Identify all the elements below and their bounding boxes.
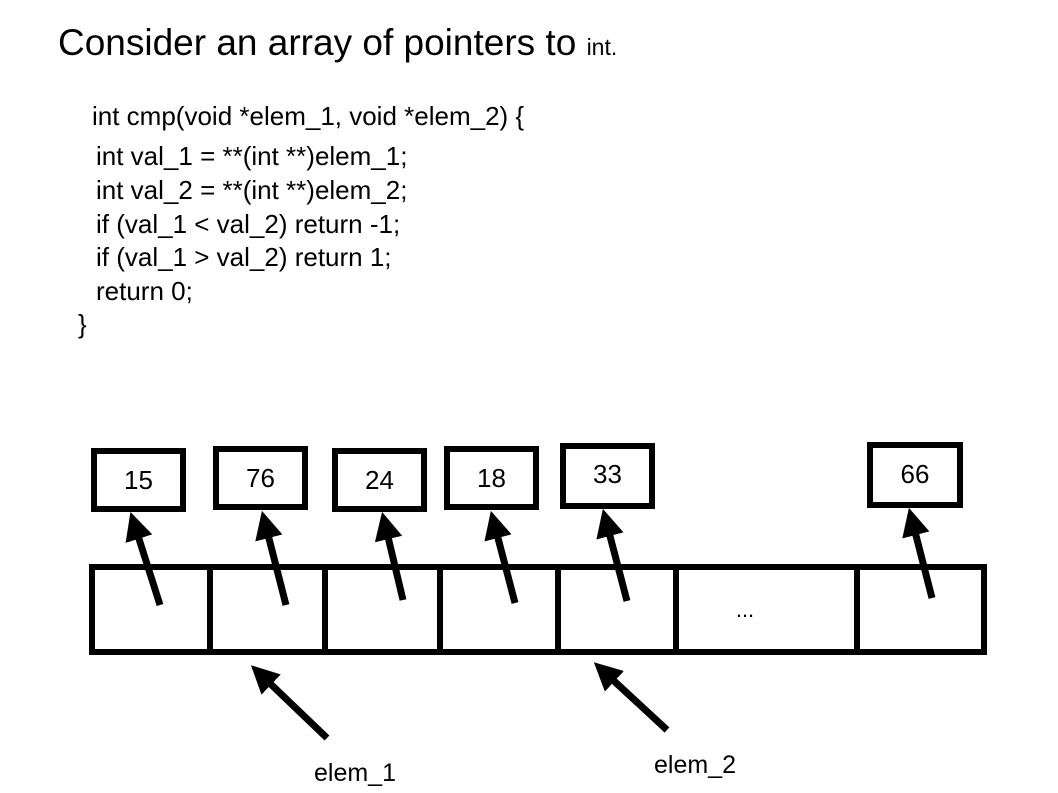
value-box-66: 66 [867, 442, 963, 508]
elem-1-label: elem_1 [314, 759, 396, 787]
pointer-array: ... [89, 564, 987, 655]
slide-title: Consider an array of pointers to int. [58, 22, 617, 65]
value-box-24: 24 [332, 448, 427, 512]
value-text-24: 24 [365, 465, 394, 495]
title-type-name: int. [586, 34, 618, 60]
value-text-15: 15 [124, 465, 153, 495]
code-line-greater-than: if (val_1 > val_2) return 1; [96, 242, 392, 272]
value-text-18: 18 [477, 463, 506, 493]
pointer-arrow-to-33 [596, 508, 631, 602]
value-text-76: 76 [246, 463, 275, 493]
value-box-18: 18 [444, 446, 539, 510]
elem-2-label: elem_2 [654, 751, 736, 779]
code-line-closing-brace: } [78, 309, 87, 339]
title-main: Consider an array of pointers to [58, 22, 587, 63]
value-box-15: 15 [91, 448, 186, 512]
code-line-return-zero: return 0; [96, 276, 193, 306]
value-text-66: 66 [901, 459, 930, 489]
pointer-arrow-to-24 [374, 511, 407, 601]
value-box-33: 33 [560, 443, 655, 509]
pointer-arrow-to-18 [484, 510, 519, 604]
pointer-arrow-to-76 [255, 510, 290, 606]
code-line-signature: int cmp(void *elem_1, void *elem_2) { [92, 101, 525, 131]
code-line-less-than: if (val_1 < val_2) return -1; [96, 209, 401, 239]
pointer-arrow-to-15 [125, 511, 164, 607]
value-box-76: 76 [213, 446, 308, 510]
value-text-33: 33 [593, 459, 622, 489]
elem-1-arrow [250, 665, 330, 741]
pointer-arrow-to-66 [902, 507, 936, 599]
elem-2-arrow [593, 662, 670, 733]
array-ellipsis: ... [736, 597, 754, 622]
code-line-val2: int val_2 = **(int **)elem_2; [96, 175, 408, 205]
code-line-val1: int val_1 = **(int **)elem_1; [96, 141, 408, 171]
